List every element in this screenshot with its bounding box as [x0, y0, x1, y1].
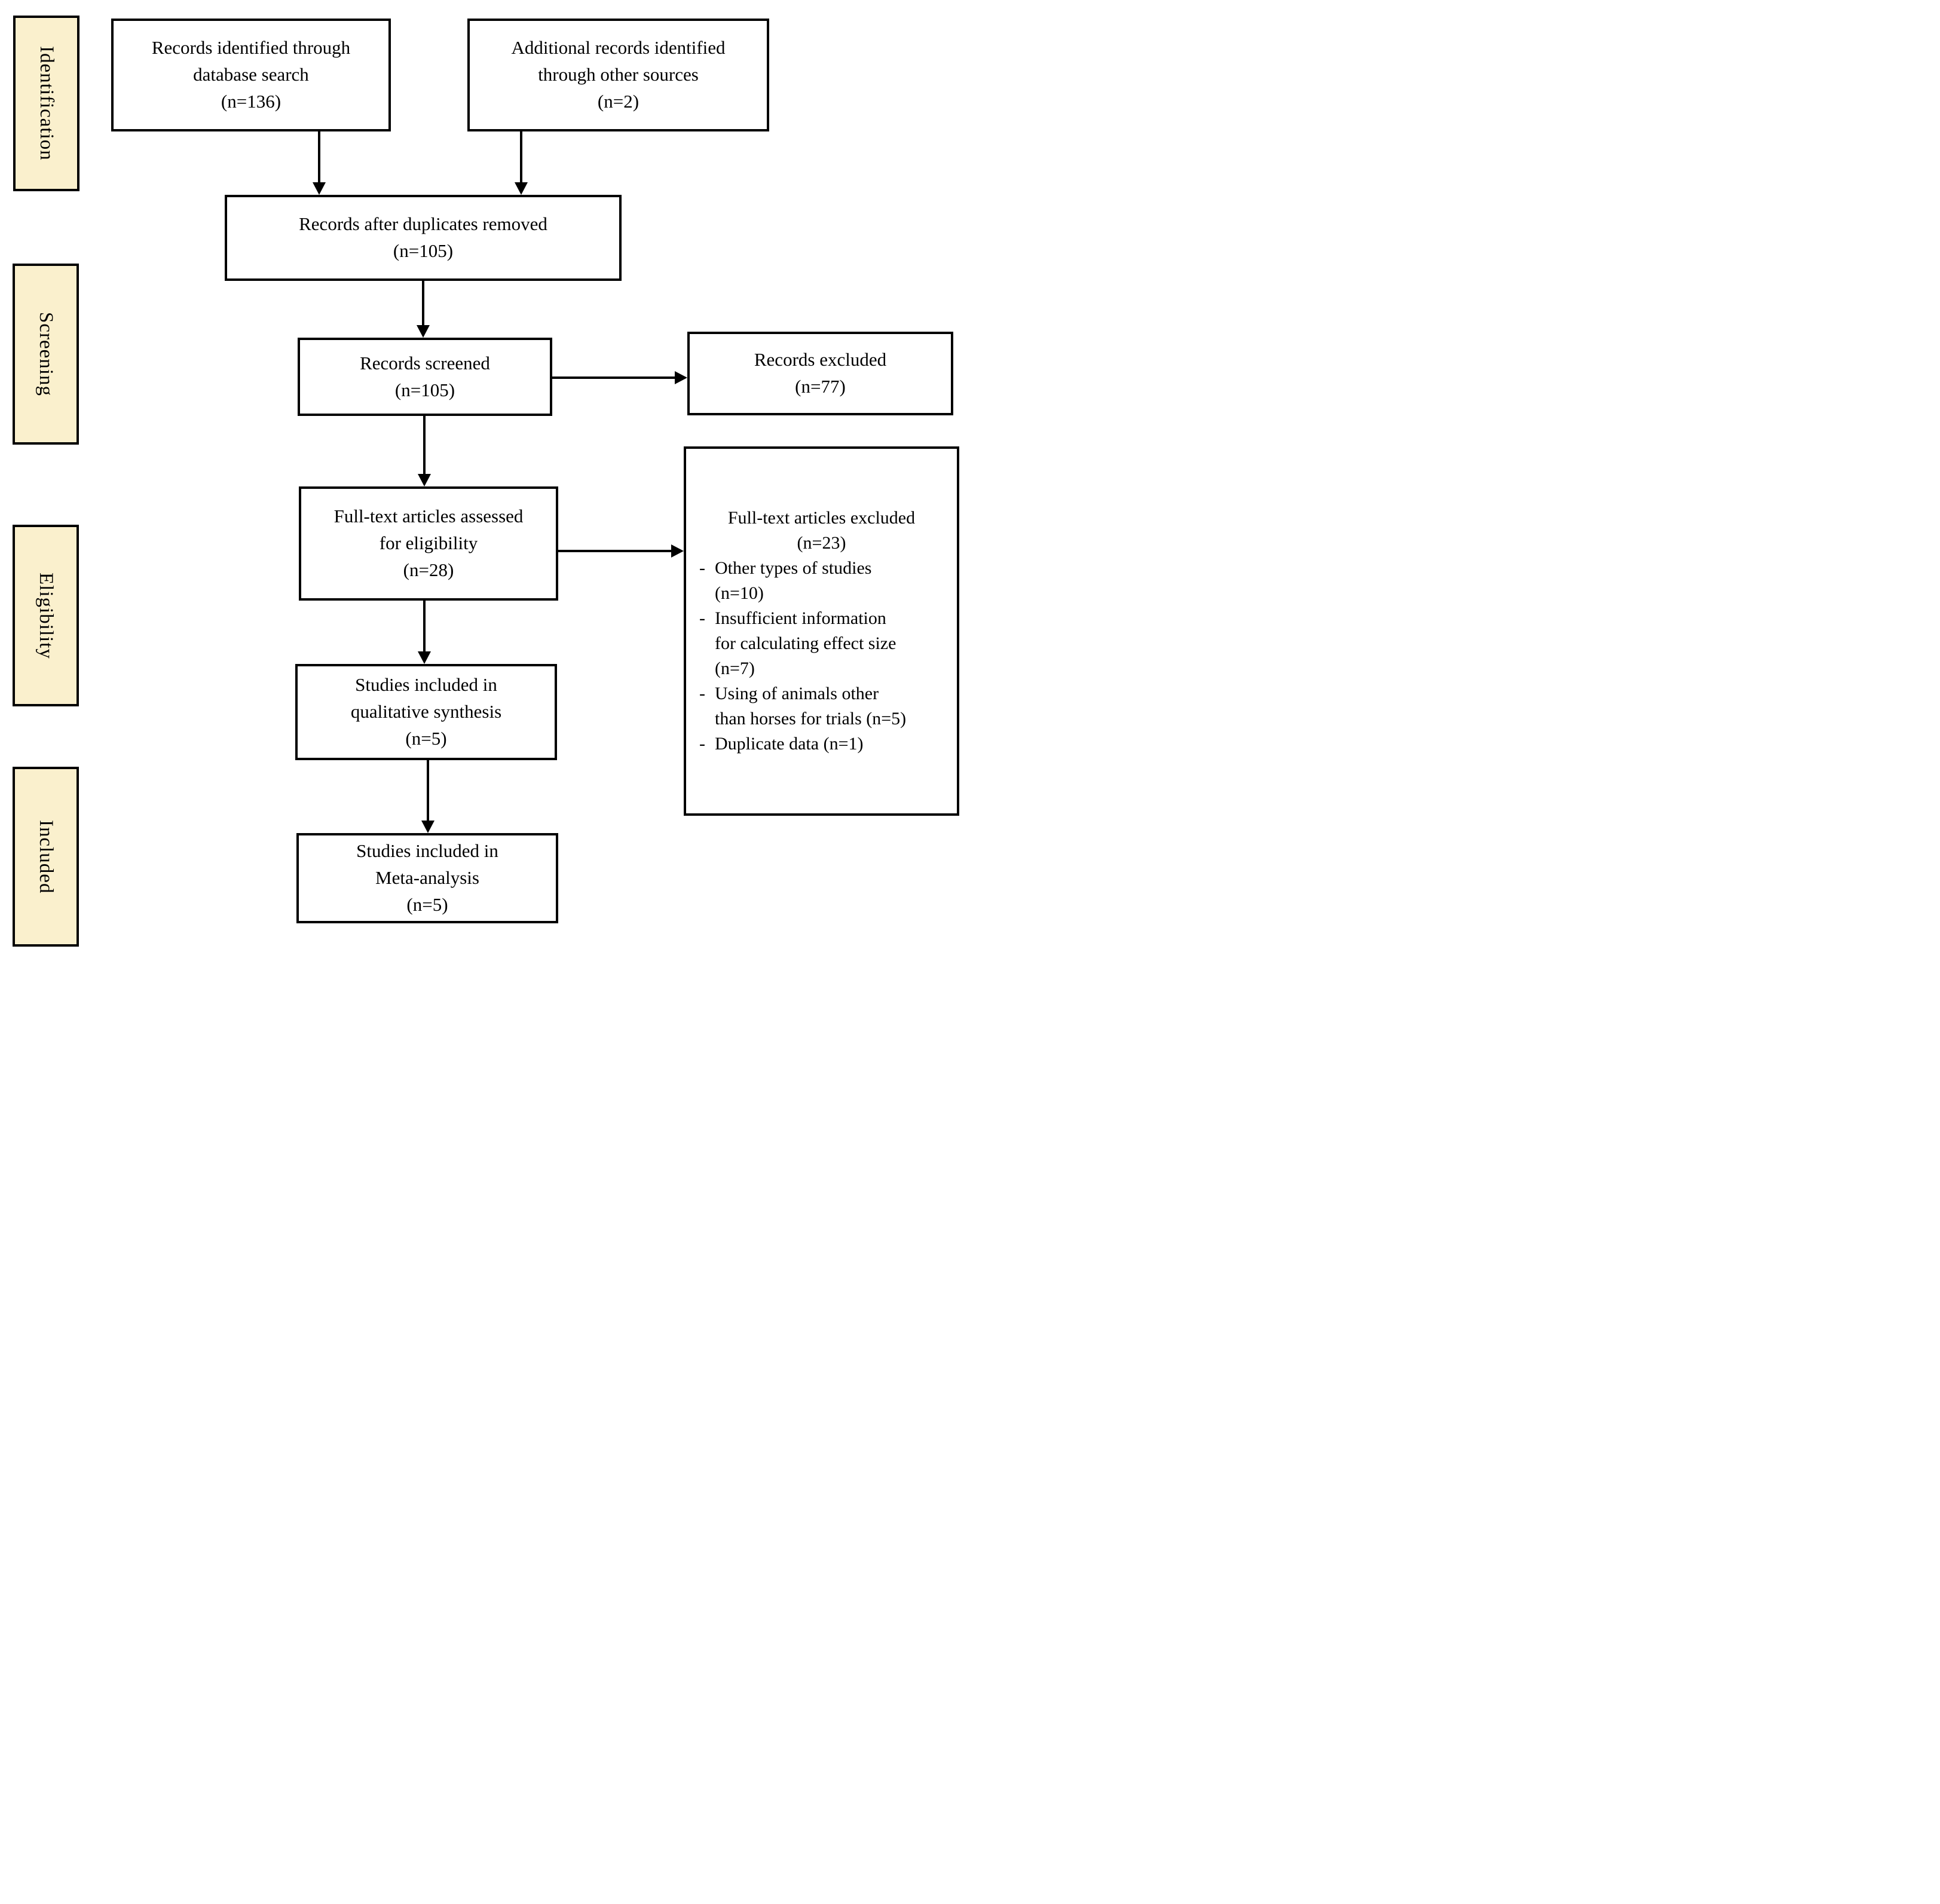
arrow-screened-to-excluded-line [552, 376, 675, 379]
bullet-dash: - [699, 684, 705, 703]
arrow-fulltext-to-qualitative-head-icon [418, 651, 431, 664]
box-meta-analysis: Studies included in Meta-analysis (n=5) [296, 833, 558, 923]
arrow-fulltext-to-ftexcluded-head-icon [671, 544, 684, 558]
arrow-fulltext-to-ftexcluded-line [558, 550, 672, 552]
exclusion-reason-text: Using of animals other than horses for t… [715, 684, 907, 728]
exclusion-reason-item: - Insufficient information for calculati… [686, 606, 957, 681]
arrow-deduplicated-to-screened-head-icon [417, 325, 430, 338]
arrow-fulltext-to-qualitative-line [423, 601, 426, 652]
exclusion-reason-text: Duplicate data (n=1) [715, 734, 864, 754]
box-duplicates-removed: Records after duplicates removed (n=105) [225, 195, 622, 281]
box-records-screened: Records screened (n=105) [298, 338, 552, 416]
box-fulltext-assessed-text: Full-text articles assessed for eligibil… [333, 506, 524, 580]
stage-label-included-text: Included [35, 819, 57, 894]
stage-label-eligibility-text: Eligibility [35, 572, 57, 659]
prisma-flow-diagram: Identification Screening Eligibility Inc… [0, 0, 970, 952]
arrow-screened-to-excluded-head-icon [675, 371, 687, 384]
stage-label-eligibility: Eligibility [13, 525, 79, 706]
arrow-screened-to-fulltext-line [423, 416, 426, 475]
exclusion-reason-item: - Duplicate data (n=1) [686, 731, 957, 757]
arrow-deduplicated-to-screened-line [422, 281, 424, 326]
arrow-screened-to-fulltext-head-icon [418, 474, 431, 486]
box-additional-records: Additional records identified through ot… [467, 19, 769, 131]
box-fulltext-excluded: Full-text articles excluded (n=23) - Oth… [684, 446, 959, 816]
arrow-identified-to-deduplicated-head-icon [313, 182, 326, 195]
box-records-screened-text: Records screened (n=105) [360, 352, 490, 400]
exclusion-reason-item: - Other types of studies (n=10) [686, 556, 957, 606]
box-records-excluded-text: Records excluded (n=77) [754, 349, 887, 397]
stage-label-identification-text: Identification [36, 46, 57, 161]
stage-label-screening-text: Screening [35, 312, 57, 396]
box-qualitative-synthesis-text: Studies included in qualitative synthesi… [350, 674, 502, 749]
box-records-excluded: Records excluded (n=77) [687, 332, 953, 415]
arrow-qualitative-to-meta-line [427, 760, 429, 821]
arrow-additional-to-deduplicated-head-icon [515, 182, 528, 195]
box-fulltext-assessed: Full-text articles assessed for eligibil… [299, 486, 558, 601]
exclusion-reason-text: Insufficient information for calculating… [715, 608, 896, 678]
box-additional-records-text: Additional records identified through ot… [511, 37, 726, 112]
arrow-additional-to-deduplicated-line [520, 131, 522, 183]
stage-label-included: Included [13, 767, 79, 947]
box-duplicates-removed-text: Records after duplicates removed (n=105) [299, 213, 547, 261]
box-records-identified: Records identified through database sear… [111, 19, 391, 131]
bullet-dash: - [699, 608, 705, 628]
exclusion-reason-text: Other types of studies (n=10) [715, 558, 872, 603]
bullet-dash: - [699, 734, 705, 754]
stage-label-identification: Identification [13, 16, 79, 191]
stage-label-screening: Screening [13, 264, 79, 445]
box-qualitative-synthesis: Studies included in qualitative synthesi… [295, 664, 557, 760]
box-meta-analysis-text: Studies included in Meta-analysis (n=5) [356, 840, 498, 915]
arrow-identified-to-deduplicated-line [318, 131, 320, 183]
box-fulltext-excluded-heading: Full-text articles excluded (n=23) [727, 508, 916, 553]
arrow-qualitative-to-meta-head-icon [421, 821, 434, 833]
box-records-identified-text: Records identified through database sear… [151, 37, 351, 112]
bullet-dash: - [699, 558, 705, 578]
exclusion-reason-item: - Using of animals other than horses for… [686, 681, 957, 731]
